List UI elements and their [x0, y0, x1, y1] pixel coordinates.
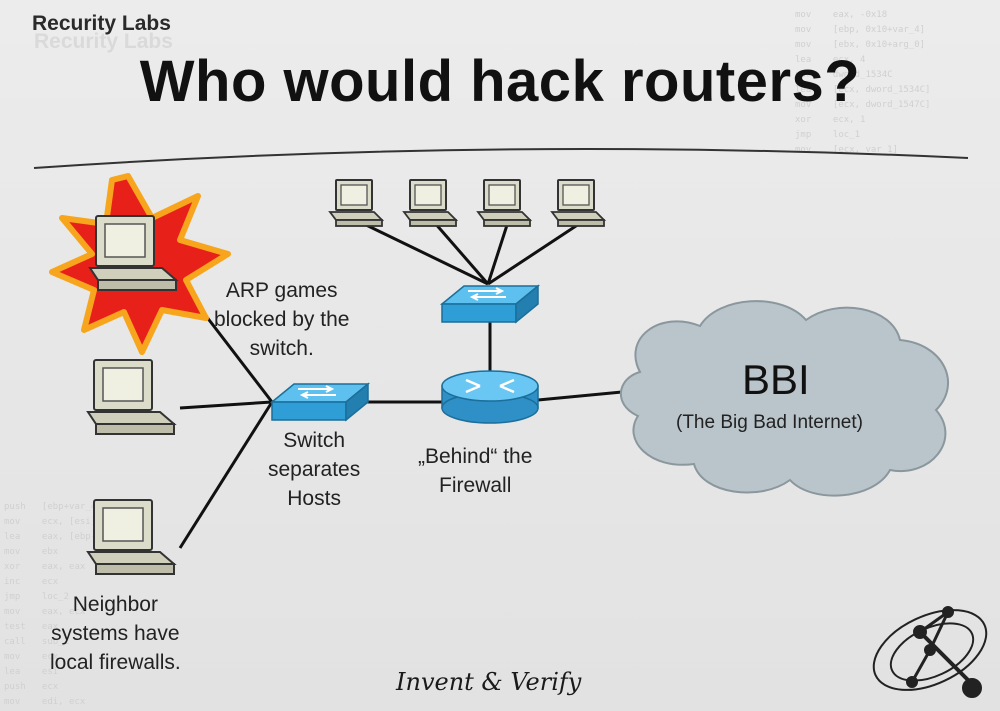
slide-title: Who would hack routers? — [139, 49, 861, 114]
internet-cloud-icon — [619, 300, 949, 497]
switch-label: Switch separates Hosts — [268, 429, 361, 510]
cloud-subtitle: (The Big Bad Internet) — [676, 412, 863, 433]
brand-reflection: Recurity Labs — [34, 30, 173, 53]
cloud-title: BBI — [742, 356, 810, 403]
background-code-bottom: push [ebp+var_4] mov ecx, [esi] lea eax,… — [4, 502, 107, 707]
host-computer-icon — [403, 179, 457, 227]
firewall-label: „Behind“ the Firewall — [418, 445, 533, 497]
host-computer-icon — [329, 179, 383, 227]
neighbor-computer-icon — [87, 359, 175, 435]
neighbor-label: Neighbor systems have local firewalls. — [50, 593, 181, 674]
router-icon — [441, 370, 539, 424]
brand-logo-text: Recurity Labs — [32, 12, 171, 35]
host-computer-icon — [551, 179, 605, 227]
upper-switch-icon — [441, 285, 539, 323]
host-computer-icon — [477, 179, 531, 227]
background-code-top: mov eax, -0x18 mov [ebp, 0x10+var_4] mov… — [795, 10, 931, 155]
connection-lines — [178, 220, 623, 549]
recurity-logo-icon — [872, 606, 988, 698]
footer-slogan: Invent & Verify — [396, 668, 582, 696]
arp-label: ARP games blocked by the switch. — [214, 279, 350, 360]
separator-line — [33, 148, 969, 169]
neighbor-computer-icon — [87, 499, 175, 575]
lower-switch-icon — [271, 383, 369, 421]
